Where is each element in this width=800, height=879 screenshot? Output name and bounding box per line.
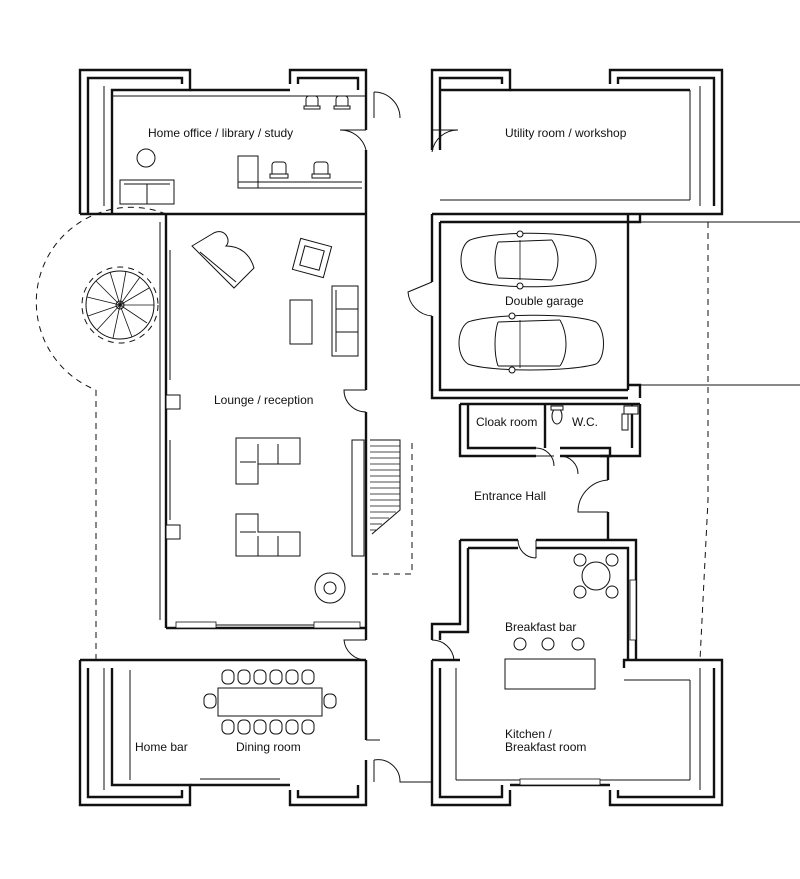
stool-icon (513, 637, 585, 651)
room-label-hall: Entrance Hall (474, 489, 546, 503)
room-label-home-bar: Home bar (135, 740, 188, 754)
sofa-icon (119, 179, 175, 205)
room-label-home-office: Home office / library / study (148, 126, 293, 140)
dining-table-icon (217, 687, 323, 717)
staircase-icon (351, 439, 401, 557)
plant-icon (136, 148, 156, 168)
round-table-icon (314, 572, 346, 604)
room-label-utility: Utility room / workshop (505, 126, 627, 140)
corner-sofa-icon (235, 437, 301, 485)
lounge-furniture (191, 231, 359, 604)
sofa-icon (331, 285, 359, 357)
spiral-staircase-icon (81, 266, 159, 344)
room-label-kitchen-line2: Breakfast room (505, 740, 586, 754)
car-icon (460, 230, 597, 290)
round-table-icon (573, 553, 619, 599)
room-label-lounge: Lounge / reception (214, 393, 313, 407)
room-label-kitchen: Kitchen / (505, 727, 552, 741)
dashed-outlines (35, 206, 709, 661)
kitchen-island-icon (504, 658, 596, 690)
armchair-icon (291, 237, 333, 279)
room-label-cloak: Cloak room (476, 415, 537, 429)
grand-piano-icon (191, 231, 255, 289)
room-labels: Home office / library / study Utility ro… (135, 126, 627, 754)
chair-icon (269, 95, 351, 179)
room-label-garage: Double garage (505, 294, 584, 308)
kitchen-furniture (504, 553, 619, 690)
room-label-breakfast-bar: Breakfast bar (505, 620, 576, 634)
car-icon (458, 312, 604, 374)
left-wing-walls (78, 68, 368, 807)
office-furniture (119, 95, 362, 205)
right-wing-walls (430, 68, 800, 807)
dining-furniture (203, 669, 337, 735)
chair-icon (203, 669, 337, 735)
room-label-wc: W.C. (572, 415, 598, 429)
doors (339, 91, 609, 783)
desk-icon (237, 155, 362, 189)
room-label-dining: Dining room (236, 740, 301, 754)
corner-sofa-icon (235, 513, 301, 557)
coffee-table-icon (289, 299, 313, 345)
